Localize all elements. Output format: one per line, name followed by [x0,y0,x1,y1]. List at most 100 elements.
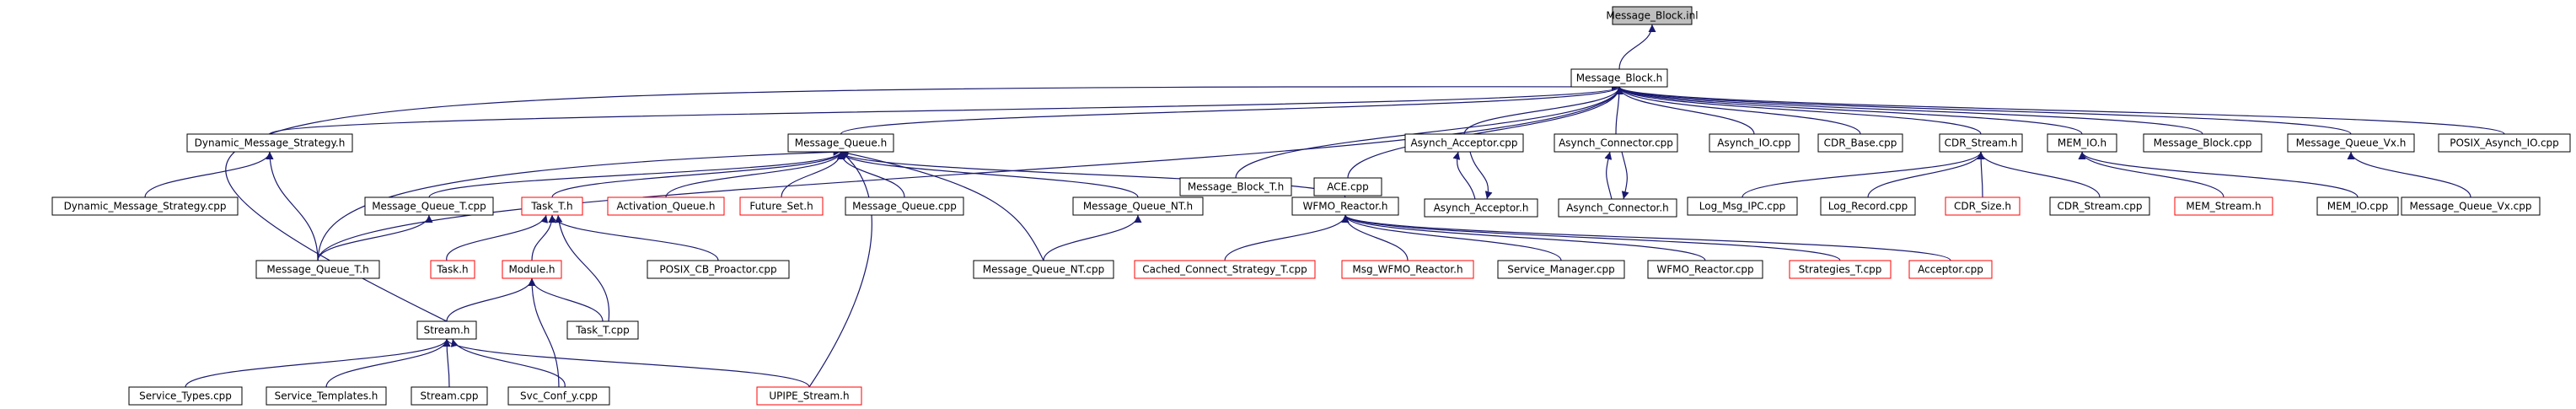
node-strategies_t_cpp[interactable]: Strategies_T.cpp [1789,260,1892,279]
node-message_queue_nt_cpp[interactable]: Message_Queue_NT.cpp [973,260,1114,279]
node-mem_stream_h[interactable]: MEM_Stream.h [2174,196,2273,216]
node-stream_h[interactable]: Stream.h [416,320,477,340]
node-box [739,196,824,216]
edge-message_queue_nt_cpp-to-message_queue_nt_h [1043,214,1142,261]
node-msg_wfmo_reactor_h[interactable]: Msg_WFMO_Reactor.h [1341,260,1474,279]
node-task_t_cpp[interactable]: Task_T.cpp [566,320,639,340]
node-label: Msg_WFMO_Reactor.h [1352,264,1462,276]
node-label: Message_Block_T.h [1188,181,1284,193]
node-label: CDR_Stream.h [1945,137,2018,149]
node-box [1179,177,1292,196]
node-box [416,320,477,340]
node-service_templates_h[interactable]: Service_Templates.h [266,386,387,406]
node-posix_asynch_io_cpp[interactable]: POSIX_Asynch_IO.cpp [2438,133,2571,153]
node-message_queue_t_cpp[interactable]: Message_Queue_T.cpp [364,196,494,216]
node-box [502,260,562,279]
node-message_queue_cpp[interactable]: Message_Queue.cpp [845,196,964,216]
node-upipe_stream_h[interactable]: UPIPE_Stream.h [756,386,862,406]
node-label: Asynch_Connector.cpp [1559,137,1673,149]
node-log_record_cpp[interactable]: Log_Record.cpp [1820,196,1916,216]
node-label: Asynch_IO.cpp [1717,137,1791,149]
node-task_h[interactable]: Task.h [430,260,475,279]
edge-svc_conf_y_cpp-to-stream_h [450,338,566,388]
node-ace_cpp[interactable]: ACE.cpp [1313,177,1382,196]
node-box [411,386,488,406]
node-box [186,133,353,153]
node-task_t_h[interactable]: Task_T.h [521,196,583,216]
edge-asynch_acceptor_cpp-to-asynch_acceptor_h [1469,151,1493,200]
node-svc_conf_y_cpp[interactable]: Svc_Conf_y.cpp [507,386,610,406]
edge-ace_cpp-to-message_block_h [1347,86,1623,179]
node-label: Dynamic_Message_Strategy.h [195,137,346,149]
edge-service_types_cpp-to-stream_h [185,338,451,388]
node-box [1612,6,1693,25]
node-label: ACE.cpp [1327,181,1369,193]
node-asynch_connector_h[interactable]: Asynch_Connector.h [1558,198,1677,218]
node-label: Service_Manager.cpp [1507,264,1615,276]
node-box [266,386,387,406]
node-box [1291,196,1399,216]
edge-cdr_stream_cpp-to-cdr_stream_h [1977,151,2101,198]
edge-upipe_stream_h-to-message_queue_h [808,151,872,388]
node-mem_io_h[interactable]: MEM_IO.h [2047,133,2117,153]
node-cdr_size_h[interactable]: CDR_Size.h [1945,196,2021,216]
node-asynch_acceptor_cpp[interactable]: Asynch_Acceptor.cpp [1404,133,1524,153]
node-label: Message_Queue_NT.h [1083,201,1193,213]
node-message_queue_t_h[interactable]: Message_Queue_T.h [255,260,380,279]
node-box [2316,196,2399,216]
node-box [364,196,494,216]
node-module_h[interactable]: Module.h [502,260,562,279]
node-box [2287,133,2415,153]
node-box [607,196,725,216]
node-dynamic_message_strategy_h[interactable]: Dynamic_Message_Strategy.h [186,133,353,153]
node-message_block_t_h[interactable]: Message_Block_T.h [1179,177,1292,196]
node-label: Message_Queue.h [795,137,887,149]
node-label: CDR_Stream.cpp [2057,201,2142,213]
node-posix_cb_proactor_cpp[interactable]: POSIX_CB_Proactor.cpp [647,260,790,279]
node-label: Service_Templates.h [275,390,378,402]
node-message_block_h[interactable]: Message_Block.h [1570,68,1668,88]
node-box [1570,68,1668,88]
node-box [51,196,239,216]
node-log_msg_ipc_cpp[interactable]: Log_Msg_IPC.cpp [1687,196,1798,216]
node-box [1687,196,1798,216]
node-cdr_base_cpp[interactable]: CDR_Base.cpp [1817,133,1903,153]
edge-asynch_acceptor_cpp-to-message_block_h [1463,86,1623,135]
edge-stream_cpp-to-stream_h [443,338,451,388]
node-asynch_io_cpp[interactable]: Asynch_IO.cpp [1709,133,1800,153]
node-service_manager_cpp[interactable]: Service_Manager.cpp [1497,260,1625,279]
node-future_set_h[interactable]: Future_Set.h [739,196,824,216]
node-mem_io_cpp[interactable]: MEM_IO.cpp [2316,196,2399,216]
edge-strategies_t_cpp-to-wfmo_reactor_h [1341,214,1841,261]
node-message_queue_vx_cpp[interactable]: Message_Queue_Vx.cpp [2401,196,2541,216]
node-box [1817,133,1903,153]
node-message_block_cpp[interactable]: Message_Block.cpp [2143,133,2262,153]
node-cdr_stream_h[interactable]: CDR_Stream.h [1939,133,2023,153]
node-wfmo_reactor_h[interactable]: WFMO_Reactor.h [1291,196,1399,216]
edge-asynch_acceptor_h-to-asynch_acceptor_cpp [1452,151,1476,200]
node-service_types_cpp[interactable]: Service_Types.cpp [128,386,243,406]
node-cached_connect_strategy_t_cpp[interactable]: Cached_Connect_Strategy_T.cpp [1134,260,1316,279]
node-cdr_stream_cpp[interactable]: CDR_Stream.cpp [2049,196,2150,216]
node-label: WFMO_Reactor.cpp [1656,264,1753,276]
node-asynch_acceptor_h[interactable]: Asynch_Acceptor.h [1424,198,1538,218]
edge-task_t_cpp-to-task_t_h [555,214,610,322]
edge-cdr_size_h-to-cdr_stream_h [1977,151,1985,198]
edge-asynch_io_cpp-to-message_block_h [1615,86,1755,135]
edge-mem_io_cpp-to-mem_io_h [2078,151,2359,198]
node-message_queue_vx_h[interactable]: Message_Queue_Vx.h [2287,133,2415,153]
edge-cached_connect_strategy_t_cpp-to-wfmo_reactor_h [1224,214,1350,261]
node-wfmo_reactor_cpp[interactable]: WFMO_Reactor.cpp [1647,260,1763,279]
node-message_queue_nt_h[interactable]: Message_Queue_NT.h [1072,196,1204,216]
node-label: Asynch_Acceptor.cpp [1410,137,1517,149]
node-label: MEM_IO.h [2058,137,2106,149]
node-asynch_connector_cpp[interactable]: Asynch_Connector.cpp [1554,133,1678,153]
node-activation_queue_h[interactable]: Activation_Queue.h [607,196,725,216]
node-message_queue_h[interactable]: Message_Queue.h [787,133,894,153]
node-label: Future_Set.h [749,201,813,213]
node-acceptor_cpp[interactable]: Acceptor.cpp [1908,260,1993,279]
edge-stream_h-to-module_h [446,277,536,322]
node-stream_cpp[interactable]: Stream.cpp [411,386,488,406]
node-dynamic_message_strategy_cpp[interactable]: Dynamic_Message_Strategy.cpp [51,196,239,216]
node-box [128,386,243,406]
